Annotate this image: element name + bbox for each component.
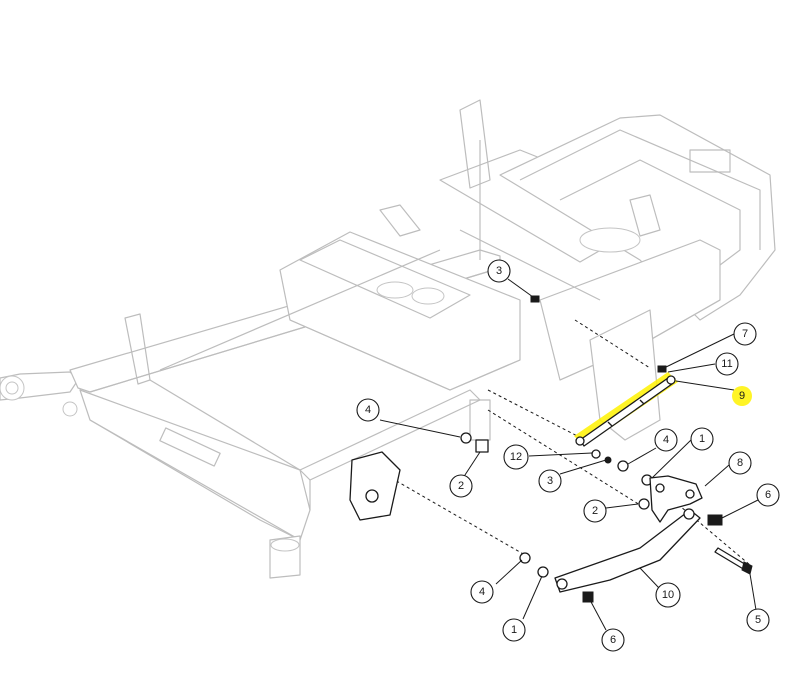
callout-label: 8 (737, 457, 743, 469)
part-6-upper (707, 514, 723, 526)
callout-12: 12 (503, 444, 529, 470)
callout-6-lower: 6 (601, 628, 625, 652)
part-3-upper (530, 295, 540, 303)
part-6-lower (582, 591, 594, 603)
callout-label: 6 (610, 634, 616, 646)
part-2-left (475, 439, 489, 453)
callout-7: 7 (733, 322, 757, 346)
callout-4-lower: 4 (470, 580, 494, 604)
part-1-lower (537, 566, 549, 578)
callout-label: 4 (479, 586, 485, 598)
callout-1-lower: 1 (502, 618, 526, 642)
callout-label: 6 (765, 489, 771, 501)
callout-3-upper: 3 (487, 259, 511, 283)
callout-label: 1 (511, 624, 517, 636)
callout-3-mid: 3 (538, 469, 562, 493)
part-4-lower (519, 552, 531, 564)
exploded-parts (349, 295, 753, 603)
leader-lines (379, 278, 759, 631)
left-bracket-plate (349, 451, 401, 521)
callout-label: 3 (496, 265, 502, 277)
part-4-right (617, 460, 629, 472)
callout-10: 10 (655, 582, 681, 608)
callout-9: 9 (732, 386, 752, 406)
callout-2-right: 2 (583, 499, 607, 523)
callout-label: 4 (365, 404, 371, 416)
part-11 (657, 365, 667, 373)
chassis-frame (0, 99, 776, 579)
part-10-arm (554, 509, 701, 593)
callout-label: 2 (458, 480, 464, 492)
callout-5: 5 (746, 608, 770, 632)
callout-4-left: 4 (356, 398, 380, 422)
callout-11: 11 (715, 352, 739, 376)
part-4-left (460, 432, 472, 444)
callout-label: 3 (547, 475, 553, 487)
callout-label: 11 (721, 358, 732, 370)
callout-8: 8 (728, 451, 752, 475)
callout-label: 10 (662, 589, 674, 601)
part-2-right (638, 498, 650, 510)
callout-label: 5 (755, 614, 761, 626)
callout-label: 9 (739, 390, 745, 402)
callout-6-upper: 6 (756, 483, 780, 507)
callouts: 3 7 11 9 4 4 1 8 12 2 3 6 2 4 10 5 1 6 (356, 259, 780, 652)
callout-label: 1 (699, 433, 705, 445)
callout-2-left: 2 (449, 474, 473, 498)
part-9-rod[interactable] (574, 372, 678, 447)
callout-4-right: 4 (654, 428, 678, 452)
callout-label: 2 (592, 505, 598, 517)
callout-label: 12 (510, 451, 522, 463)
callout-label: 7 (742, 328, 748, 340)
callout-1-upper: 1 (690, 427, 714, 451)
part-12 (591, 449, 601, 459)
callout-label: 4 (663, 434, 669, 446)
